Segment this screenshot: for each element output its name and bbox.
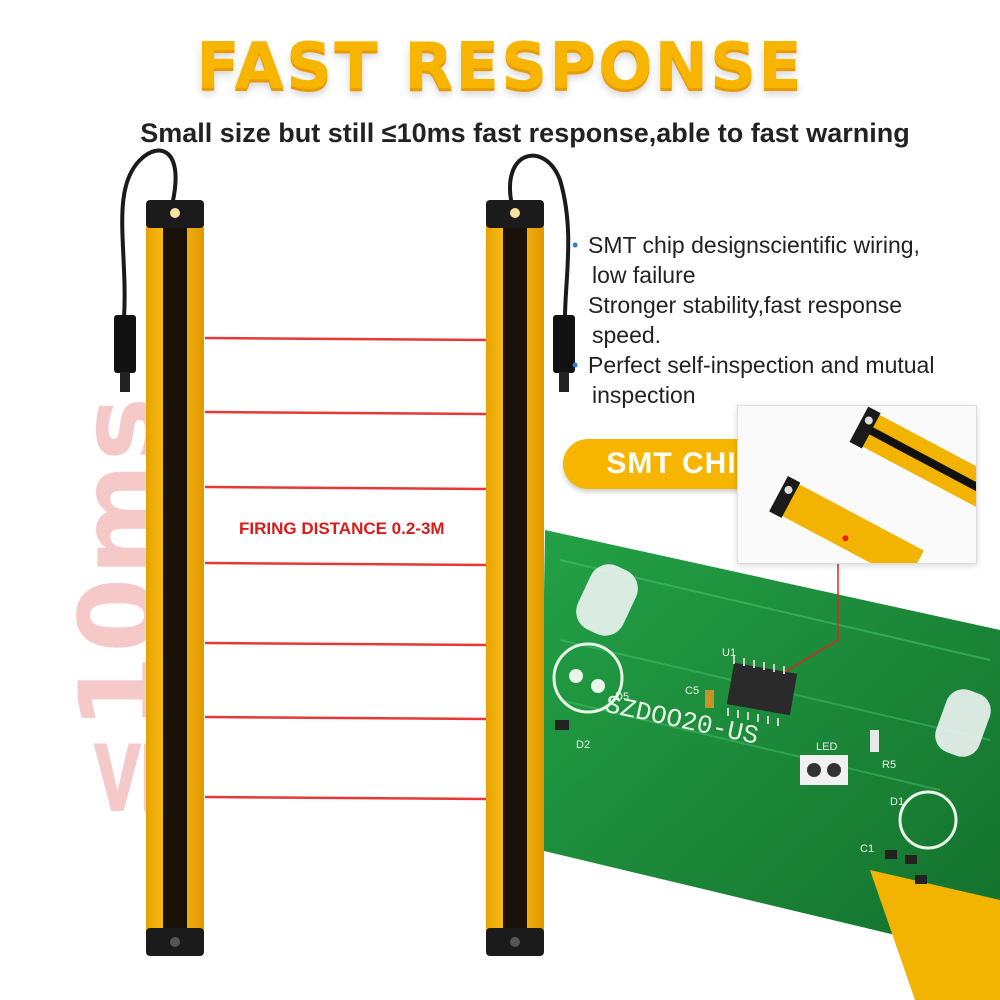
- bullet-dot-icon: •: [572, 235, 579, 255]
- led-left: [552, 564, 638, 714]
- inset-bars-illustration: [769, 406, 1000, 583]
- pcb-label-d2: D2: [576, 739, 590, 751]
- light-curtain-emitter: [146, 200, 204, 956]
- subheadline: Small size but still ≤10ms fast response…: [140, 118, 910, 148]
- bullet-dot-icon: •: [572, 355, 579, 375]
- feature-text: Perfect self-inspection and mutual: [588, 352, 935, 378]
- feature-item-smt: • SMT chip designscientific wiring, low …: [572, 230, 992, 350]
- pcb-label-d5: D5: [615, 691, 629, 703]
- connector-left: [114, 315, 136, 373]
- smt-chip-component: [726, 656, 798, 726]
- feature-item-inspection: • Perfect self-inspection and mutual ins…: [572, 350, 992, 410]
- cable-right: [508, 153, 571, 319]
- feature-list: • SMT chip designscientific wiring, low …: [572, 230, 992, 410]
- pcb-label-c5: C5: [685, 685, 699, 697]
- pcb-label-d1: D1: [890, 796, 904, 808]
- headline: FAST RESPONSE: [196, 30, 804, 104]
- firing-distance-label: FIRING DISTANCE 0.2-3M: [239, 519, 445, 538]
- pcb-label-c1: C1: [860, 843, 874, 855]
- feature-text: inspection: [592, 382, 696, 408]
- feature-text: Stronger stability,fast response: [588, 292, 903, 318]
- inset-photo: [737, 405, 1000, 583]
- pcb-label-u1: U1: [722, 647, 736, 659]
- led-right: [898, 689, 991, 850]
- light-curtain-receiver: [486, 200, 544, 956]
- pcb-board: [540, 530, 1000, 1000]
- feature-text: SMT chip designscientific wiring,: [588, 232, 920, 258]
- pcb-label-led: LED: [816, 741, 837, 753]
- cable-left: [120, 148, 178, 319]
- infrared-beams: [204, 336, 489, 801]
- feature-text: low failure: [592, 262, 696, 288]
- pcb-label-r5: R5: [882, 759, 896, 771]
- connector-right: [553, 315, 575, 373]
- feature-text: speed.: [592, 322, 662, 348]
